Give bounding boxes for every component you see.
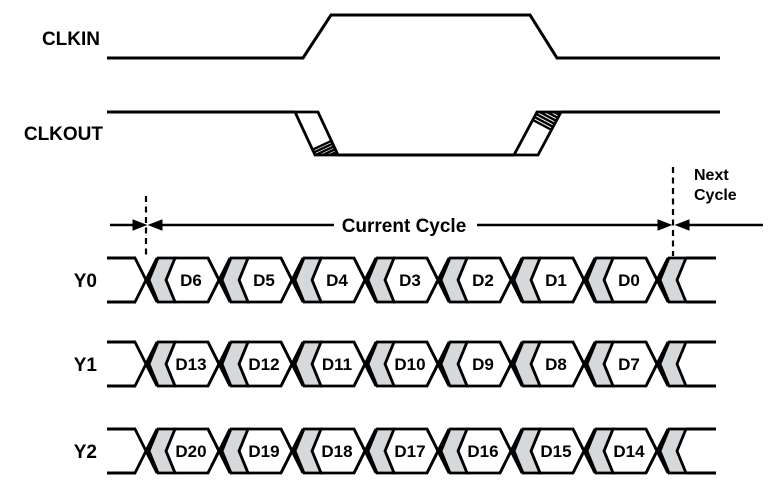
- bus-crossing: [571, 341, 597, 387]
- transition-chevron: [585, 256, 616, 304]
- hatch-stripe: [295, 119, 338, 155]
- bus-crossing: [644, 428, 670, 474]
- bus-crossing: [279, 257, 305, 303]
- bus-cell-label: D0: [618, 271, 640, 290]
- bus-crossing: [206, 428, 232, 474]
- bus-cell-label: D11: [322, 355, 352, 374]
- transition-chevron: [293, 340, 324, 388]
- bus-cell-label: D15: [540, 442, 571, 461]
- bus-y0-waveform: D6 D5 D4 D3 D2 D1 D0: [107, 256, 716, 304]
- hatched-transition-bg: [514, 112, 561, 155]
- transition-chevron: [585, 340, 616, 388]
- transition-chevron: [293, 427, 324, 475]
- bus-crossing: [425, 428, 451, 474]
- transition-chevron: [658, 256, 689, 304]
- bus-crossing: [498, 257, 524, 303]
- transition-chevron: [147, 340, 178, 388]
- bus-cell-label: D2: [472, 271, 494, 290]
- clkin-line: [107, 13, 720, 60]
- transition-chevron: [512, 256, 543, 304]
- arrowhead-left: [147, 219, 163, 231]
- hatch-stripe: [333, 119, 338, 155]
- signal-label-clkin: CLKIN: [42, 29, 100, 50]
- bus-cell-label: D4: [326, 271, 348, 290]
- bus-cell-label: D5: [253, 271, 275, 290]
- transition-chevron: [220, 427, 251, 475]
- current-cycle-label: Current Cycle: [342, 216, 467, 237]
- bus-cell-label: D12: [248, 355, 279, 374]
- cycle-annotation: [110, 167, 763, 258]
- arrowhead-left: [674, 219, 690, 231]
- bus-crossing: [425, 341, 451, 387]
- bus-crossing: [133, 257, 159, 303]
- hatched-transition: [292, 110, 341, 157]
- signal-label-y2: Y2: [74, 442, 97, 463]
- signal-label-y0: Y0: [74, 271, 97, 292]
- next-cycle-label-line2: Cycle: [694, 187, 737, 204]
- transition-chevron: [585, 427, 616, 475]
- transition-chevron: [293, 256, 324, 304]
- bus-cell-label: D3: [399, 271, 421, 290]
- hatch-stripe: [319, 119, 338, 155]
- signal-label-y1: Y1: [74, 355, 98, 376]
- transition-chevron: [439, 256, 470, 304]
- bus-cell-label: D8: [545, 355, 567, 374]
- arrowhead-right: [657, 219, 673, 231]
- bus-crossing: [644, 257, 670, 303]
- clkin-waveform: [107, 13, 720, 60]
- clkout-waveform: [107, 110, 720, 157]
- signal-label-clkout: CLKOUT: [24, 124, 104, 145]
- transition-chevron: [658, 427, 689, 475]
- bus-crossing: [133, 428, 159, 474]
- hatch-stripe: [326, 119, 338, 155]
- bus-cell-label: D9: [472, 355, 494, 374]
- bus-cell-label: D20: [175, 442, 206, 461]
- transition-chevron: [512, 427, 543, 475]
- bus-crossing: [279, 341, 305, 387]
- transition-chevron: [439, 427, 470, 475]
- bus-cell-label: D7: [618, 355, 640, 374]
- bus-cell-label: D16: [467, 442, 498, 461]
- hatched-transition: [511, 110, 564, 157]
- bus-y1-waveform: D13 D12 D11 D10 D9 D8 D7: [107, 340, 716, 388]
- bus-crossing: [206, 257, 232, 303]
- bus-cell-label: D14: [613, 442, 645, 461]
- bus-cell-label: D19: [248, 442, 279, 461]
- bus-crossing: [206, 341, 232, 387]
- transition-chevron: [366, 427, 397, 475]
- bus-cell-label: D18: [321, 442, 352, 461]
- bus-cell-label: D10: [394, 355, 425, 374]
- bus-crossing: [498, 428, 524, 474]
- hatched-transition-bg: [295, 112, 338, 155]
- bus-y2-waveform: D20 D19 D18 D17 D16 D15 D14: [107, 427, 716, 475]
- transition-chevron: [439, 340, 470, 388]
- bus-cell-label: D13: [175, 355, 206, 374]
- bus-cell-label: D1: [545, 271, 567, 290]
- bus-crossing: [352, 257, 378, 303]
- bus-crossing: [352, 428, 378, 474]
- transition-chevron: [512, 340, 543, 388]
- transition-chevron: [658, 340, 689, 388]
- bus-crossing: [279, 428, 305, 474]
- bus-crossing: [133, 341, 159, 387]
- bus-crossing: [571, 428, 597, 474]
- transition-chevron: [147, 427, 178, 475]
- bus-crossing: [425, 257, 451, 303]
- bus-crossing: [571, 257, 597, 303]
- transition-chevron: [366, 340, 397, 388]
- bus-cell-label: D6: [180, 271, 202, 290]
- transition-chevron: [366, 256, 397, 304]
- hatch-stripe: [514, 112, 561, 154]
- transition-chevron: [147, 256, 178, 304]
- transition-chevron: [220, 340, 251, 388]
- bus-crossing: [352, 341, 378, 387]
- transition-chevron: [220, 256, 251, 304]
- bus-crossing: [498, 341, 524, 387]
- next-cycle-label-line1: Next: [694, 167, 729, 184]
- arrowhead-right: [132, 219, 148, 231]
- bus-crossing: [644, 341, 670, 387]
- bus-cell-label: D17: [394, 442, 425, 461]
